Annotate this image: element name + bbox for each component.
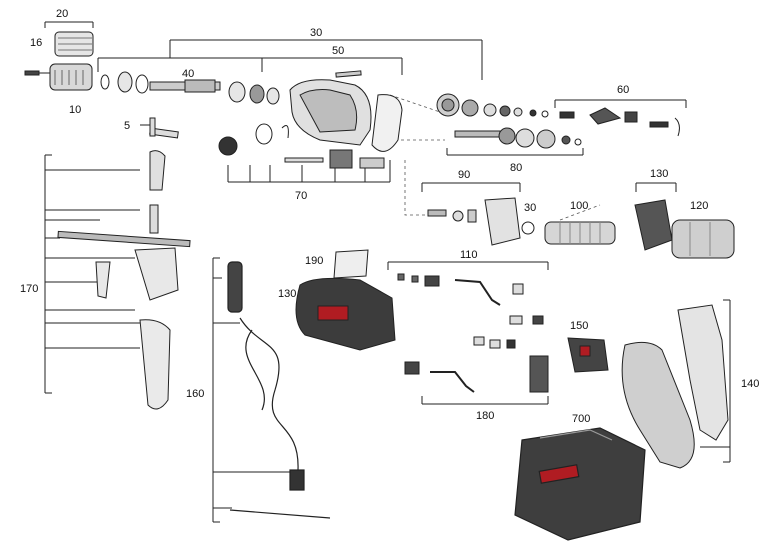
cord-bundle [529,355,549,393]
bracket-60 [554,99,687,108]
label-130-baffle: 130 [650,168,669,180]
brush-lead-a [454,279,501,306]
label-100: 100 [570,200,589,212]
bearing-a [228,81,246,103]
shift-part-d [649,121,669,128]
pin-90 [427,209,447,217]
bracket-80 [446,148,584,156]
label-140: 140 [741,378,760,390]
bearing-b [249,84,265,104]
label-50: 50 [332,45,345,57]
housing-logo [317,305,349,321]
bracket-140 [723,299,731,463]
brush-holder-b [404,361,420,375]
keyless-chuck [49,63,93,91]
bracket-160 [212,257,220,523]
label-40: 40 [182,68,195,80]
bracket-170 [44,154,52,394]
handle-band [149,150,166,191]
trigger-switch [567,337,609,373]
label-70: 70 [295,190,308,202]
shaft-80 [454,130,501,138]
label-5: 5 [124,120,131,132]
bracket-110 [387,261,549,270]
bracket-180 [421,396,549,405]
bracket-90 [421,182,521,192]
bracket-70 [227,160,391,183]
power-cord [227,261,331,519]
depth-knob [218,136,238,156]
label-60: 60 [617,84,630,96]
handle-right [677,304,729,441]
bearing-plate [484,197,521,246]
label-130-housing: 130 [278,288,297,300]
bracket-160-leaders [213,277,290,509]
bracket-30 [169,39,483,80]
label-170: 170 [20,283,39,295]
clamp-part [95,261,111,299]
bracket-130 [635,182,677,192]
label-150: 150 [570,320,589,332]
bracket-70-ticks [249,165,366,182]
depth-rod [284,157,324,163]
o-ring [135,74,149,94]
carry-case [514,427,646,541]
brush-a [512,283,524,295]
brush-lead-b [430,371,475,393]
label-30: 30 [310,27,323,39]
label-160: 160 [186,388,205,400]
label-120: 120 [690,200,709,212]
nameplate [333,249,369,279]
handle-bolt [149,204,159,234]
o-ring-30 [521,221,535,235]
label-190: 190 [305,255,324,267]
gear-80-a [498,127,516,145]
retaining-ring [100,74,110,90]
ring-70 [255,123,273,145]
bracket-20 [44,21,94,28]
bracket-170-leaders [45,169,140,349]
shift-part-a [559,111,575,119]
label-180: 180 [476,410,495,422]
gear-80-b [515,128,535,148]
handle-left [621,341,695,469]
brush-holder-a [424,275,440,287]
handle-clamp [134,247,179,301]
label-20: 20 [56,8,69,20]
chuck-screw [24,70,40,76]
fan-baffle [634,199,673,251]
label-10: 10 [69,104,82,116]
label-700: 700 [572,413,591,425]
shift-part-b [589,107,622,125]
washer-b [266,87,280,105]
bracket-50 [97,57,403,75]
label-30-oring: 30 [524,202,537,214]
label-16: 16 [30,37,43,49]
label-80: 80 [510,162,523,174]
gear-housing [289,70,403,152]
side-handle-grip [139,319,171,410]
label-110: 110 [460,249,478,261]
shift-spring [674,117,680,137]
gear-shift [329,149,353,169]
field-coil [671,219,735,259]
clip-70 [281,125,289,139]
depth-gauge-rod [57,230,191,248]
washer-a [117,71,133,93]
slide-70 [359,157,385,169]
shift-part-c [624,111,638,123]
label-90: 90 [458,169,471,181]
gear-80-c [536,129,556,149]
gear-b [461,99,479,117]
chuck-key [149,117,179,139]
